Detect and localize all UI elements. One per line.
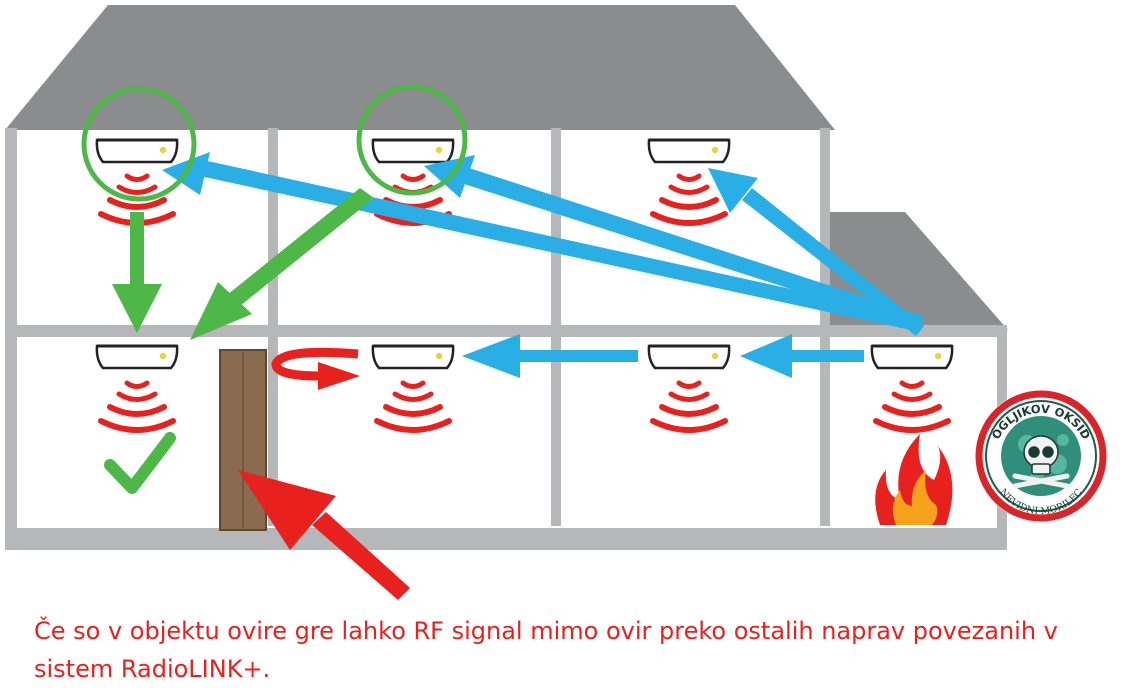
waves-source-annex [876, 383, 948, 430]
detour-arrow [271, 347, 360, 390]
alarm-bottom-right [647, 344, 731, 370]
signal-arrow-to-top-right [742, 188, 924, 336]
fire-icon [875, 434, 953, 525]
signal-arrows [162, 152, 924, 378]
caption-line-1: Če so v objektu ovire gre lahko RF signa… [34, 617, 1058, 645]
cabinet-obstacle [219, 349, 267, 531]
relay-highlights [81, 84, 468, 202]
signal-arrow-to-top-left [200, 160, 923, 332]
alarm-bottom-left [95, 344, 179, 370]
skull-icon [1012, 435, 1070, 489]
check-mark-icon [104, 432, 176, 494]
relay-arrow-down-shaft [130, 212, 144, 290]
relay-arrow-diagonal-shaft [227, 188, 374, 306]
relay-arrow-diagonal-head [190, 282, 252, 340]
alarm-top-middle [371, 138, 455, 164]
relay-arrows [112, 188, 374, 340]
obstacle-pointer-arrow [238, 470, 410, 600]
relay-circle-top-left [81, 86, 197, 202]
signal-arrow-head-bottom-middle [462, 334, 520, 378]
alarm-source-annex [870, 344, 954, 370]
caption-line-2: sistem RadioLINK+. [34, 655, 271, 683]
waves-bottom-right [653, 383, 725, 430]
waves-bottom-left [101, 383, 173, 430]
waves-bottom-middle [377, 383, 449, 430]
signal-arrow-bottom-middle [518, 350, 638, 362]
waves-top-right [653, 176, 725, 223]
relay-circle-top-middle [356, 84, 468, 196]
co-badge: OGLJIKOV OKSID NEVIDNI MORILEC [975, 390, 1107, 522]
alarm-top-left [95, 138, 179, 164]
relay-arrow-down-head [112, 284, 162, 333]
signal-arrow-head-top-right [708, 168, 758, 213]
signal-arrow-bottom-right [790, 350, 864, 362]
house-diagram: OGLJIKOV OKSID NEVIDNI MORILEC [5, 5, 1107, 600]
roof [5, 5, 835, 130]
signal-arrow-to-top-middle [458, 166, 923, 330]
caption: Če so v objektu ovire gre lahko RF signa… [34, 612, 1114, 688]
signal-arrow-head-bottom-right [740, 334, 792, 378]
alarm-top-right [647, 138, 731, 164]
alarm-bottom-middle [371, 344, 455, 370]
